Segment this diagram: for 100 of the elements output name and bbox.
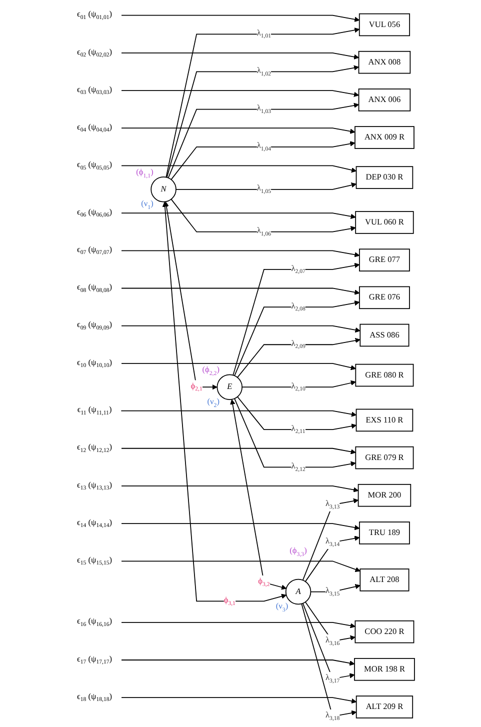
node-text: ϵ$_{10}$ (ψ$_{10,10}$) xyxy=(76,358,112,369)
arrow xyxy=(120,90,358,97)
node-text: ϵ$_{03}$ (ψ$_{03,03}$) xyxy=(76,85,112,96)
arrow xyxy=(230,399,286,590)
node-text: ϵ$_{09}$ (ψ$_{09,09}$) xyxy=(76,320,112,332)
node-box: GRE 080 R xyxy=(354,364,414,387)
node-text: ϵ$_{14}$ (ψ$_{14,14}$) xyxy=(76,518,112,529)
arrow xyxy=(120,212,356,219)
arrow xyxy=(120,697,356,704)
node-text: ϵ$_{13}$ (ψ$_{13,13}$) xyxy=(76,480,112,492)
node-text: ϵ$_{06}$ (ψ$_{06,06}$) xyxy=(76,208,112,218)
edge-label: λ$_{1,02}$ xyxy=(256,66,271,78)
arrow xyxy=(120,410,356,417)
node-text: ϵ$_{15}$ (ψ$_{15,15}$) xyxy=(76,556,112,567)
node-box: ANX 006 xyxy=(358,88,410,112)
node-box: GRE 079 R xyxy=(354,446,414,470)
arrow xyxy=(120,165,356,173)
arrow xyxy=(167,102,358,178)
arrow xyxy=(120,325,360,333)
parameter-label: (ϕ$_{3,3}$) xyxy=(289,546,306,558)
node-text: ϵ$_{18}$ (ψ$_{18,18}$) xyxy=(76,692,112,703)
node-box: TRU 189 xyxy=(358,522,410,544)
arrow xyxy=(120,128,355,134)
edge-label: λ$_{2,12}$ xyxy=(290,462,305,473)
parameter-label: (ν$_{1}$) xyxy=(140,199,153,212)
arrow xyxy=(304,536,360,582)
node-text: ϵ$_{01}$ (ψ$_{01,01}$) xyxy=(76,10,112,21)
node-text: ϵ$_{08}$ (ψ$_{08,08}$) xyxy=(76,283,112,294)
node-box: COO 220 R xyxy=(354,620,414,644)
edge-label: λ$_{2,09}$ xyxy=(290,339,305,350)
node-text: ϵ$_{16}$ (ψ$_{16,16}$) xyxy=(76,617,112,628)
node-box: ASS 086 xyxy=(359,324,409,347)
node-box: DEP 030 R xyxy=(355,166,413,189)
edge-label: λ$_{2,10}$ xyxy=(290,382,305,392)
node-text: ϵ$_{02}$ (ψ$_{02,02}$) xyxy=(76,48,112,58)
edge-label: λ$_{2,11}$ xyxy=(290,424,305,435)
edge-label: λ$_{2,07}$ xyxy=(290,264,305,275)
arrow xyxy=(170,198,356,232)
arrow xyxy=(175,182,356,190)
arrow xyxy=(302,602,354,680)
node-box: ALT 209 R xyxy=(355,696,413,718)
arrow xyxy=(120,660,354,666)
arrow xyxy=(120,448,356,454)
node-box: EXS 110 R xyxy=(355,408,413,432)
edge-label: λ$_{1,01}$ xyxy=(256,28,271,40)
arrow xyxy=(234,300,360,376)
edge-label: λ$_{3,14}$ xyxy=(325,537,340,548)
arrow xyxy=(304,602,355,642)
edge-label: λ$_{1,03}$ xyxy=(256,104,271,115)
node-box: ANX 008 xyxy=(358,50,410,74)
node-text: ϵ$_{05}$ (ψ$_{05,05}$) xyxy=(76,160,112,172)
arrow xyxy=(120,14,360,22)
node-text: ϵ$_{07}$ (ψ$_{07,07}$) xyxy=(76,245,112,256)
node-text: ϵ$_{11}$ (ψ$_{11,11}$) xyxy=(76,406,112,416)
arrow xyxy=(120,486,358,492)
edge-label: λ$_{1,06}$ xyxy=(256,226,271,238)
arrow xyxy=(241,380,356,388)
node-box: MOR 200 xyxy=(357,484,411,507)
arrow xyxy=(120,523,360,530)
node-box: ALT 208 xyxy=(359,568,409,592)
node-box: VUL 060 R xyxy=(354,211,414,234)
parameter-label: (ϕ$_{1,1}$) xyxy=(136,168,153,180)
edge-label: ϕ$_{2,1}$ xyxy=(190,382,202,392)
node-text: ϵ$_{17}$ (ψ$_{17,17}$) xyxy=(76,654,112,666)
arrow xyxy=(120,52,358,60)
arrow xyxy=(232,262,360,376)
node-circle: A xyxy=(284,578,311,605)
parameter-label: (ϕ$_{2,2}$) xyxy=(202,365,219,378)
node-text: ϵ$_{04}$ (ψ$_{04,04}$) xyxy=(76,122,112,134)
arrow xyxy=(302,498,358,581)
node-box: ANX 009 R xyxy=(354,126,414,149)
edge-label: λ$_{3,17}$ xyxy=(325,674,340,684)
arrow xyxy=(234,398,356,468)
edge-label: λ$_{3,13}$ xyxy=(325,500,340,510)
arrow xyxy=(120,622,355,628)
arrow xyxy=(166,65,358,178)
edge-label: λ$_{3,15}$ xyxy=(325,586,340,598)
node-circle: N xyxy=(150,176,176,202)
edge-label: λ$_{3,16}$ xyxy=(325,636,340,647)
node-circle: E xyxy=(216,374,242,400)
arrow xyxy=(170,141,355,180)
arrow xyxy=(165,28,360,178)
node-box: VUL 056 xyxy=(358,13,410,36)
node-box: MOR 198 R xyxy=(354,658,414,681)
edge-label: λ$_{1,04}$ xyxy=(256,142,271,152)
edge-label: ϕ$_{3,2}$ xyxy=(258,577,270,588)
arrow xyxy=(163,202,217,390)
arrow xyxy=(300,603,356,717)
node-text: ϵ$_{12}$ (ψ$_{12,12}$) xyxy=(76,443,112,454)
arrow xyxy=(236,338,360,378)
edge-label: λ$_{2,08}$ xyxy=(290,302,305,312)
node-box: GRE 076 xyxy=(358,286,410,310)
arrow xyxy=(120,560,360,572)
parameter-label: (ν$_{2}$) xyxy=(206,396,219,409)
node-box: GRE 077 xyxy=(358,248,410,272)
arrow xyxy=(236,396,356,430)
arrow xyxy=(120,362,356,370)
edge-label: ϕ$_{3,1}$ xyxy=(223,596,235,607)
edge-label: λ$_{1,05}$ xyxy=(256,184,271,195)
arrow xyxy=(120,250,360,258)
